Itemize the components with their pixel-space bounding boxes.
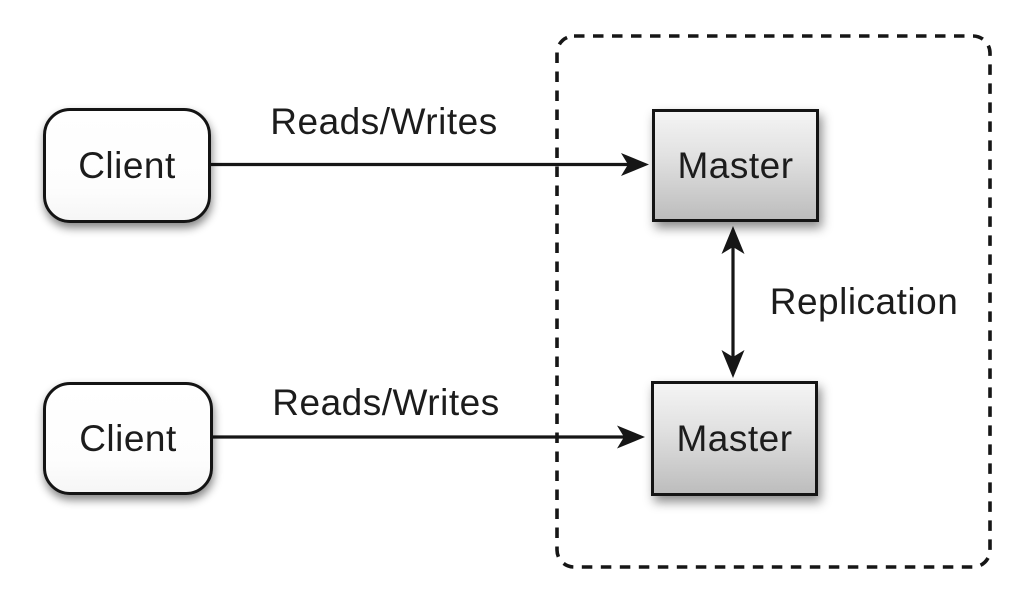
edge-replication [721, 226, 745, 378]
node-client-top-label: Client [78, 144, 176, 186]
arrowhead-down [721, 350, 745, 378]
node-master-bottom: Master [651, 381, 818, 496]
edge-label-replication: Replication [769, 281, 959, 322]
arrowhead-up [721, 226, 745, 254]
edge-reads-writes-bottom [213, 425, 645, 449]
node-client-top: Client [43, 108, 211, 223]
node-client-bottom-label: Client [79, 417, 177, 459]
edge-reads-writes-top [211, 153, 649, 176]
node-master-bottom-label: Master [676, 417, 793, 459]
replication-group-boundary [555, 34, 992, 569]
arrowhead-right-bottom [617, 425, 645, 449]
node-master-top-label: Master [677, 144, 794, 186]
node-client-bottom: Client [43, 382, 213, 495]
edge-label-reads-writes-bottom: Reads/Writes [272, 382, 500, 423]
node-master-top: Master [652, 109, 819, 222]
arrowhead-right-top [621, 153, 649, 176]
edge-label-reads-writes-top: Reads/Writes [270, 101, 498, 142]
